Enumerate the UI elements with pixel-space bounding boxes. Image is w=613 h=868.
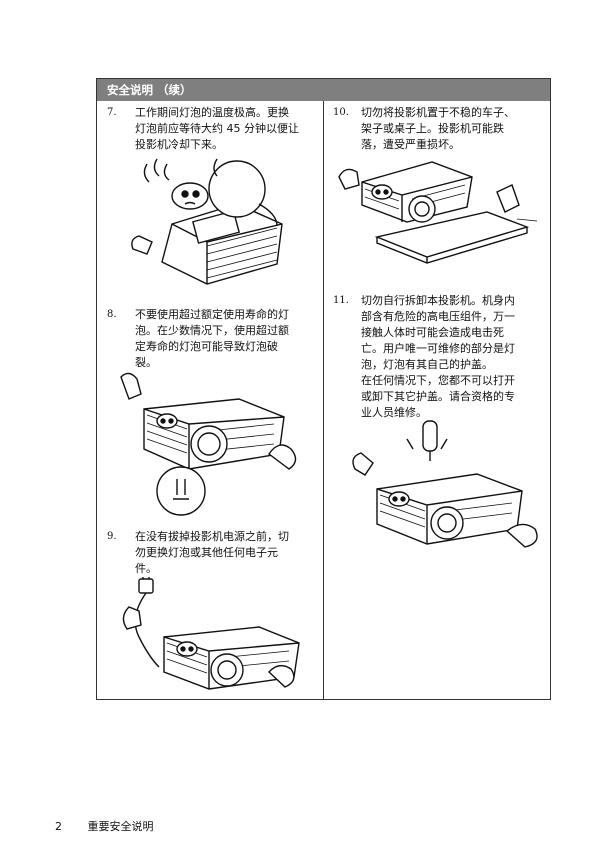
item-number: 9. xyxy=(107,531,117,542)
item-number: 7. xyxy=(107,107,117,118)
text-line: 灯泡前应等待大约 45 分钟以便让 xyxy=(135,122,299,135)
column-divider xyxy=(323,101,324,699)
footer-title: 重要安全说明 xyxy=(87,820,154,833)
text-line: 勿更换灯泡或其他任何电子元 xyxy=(135,546,278,559)
text-line: 定寿命的灯泡可能导致灯泡破 xyxy=(135,340,278,353)
page-number: 2 xyxy=(55,820,62,833)
item-text: 不要使用超过额定使用寿命的灯 泡。在少数情况下，使用超过额 定寿命的灯泡可能导致… xyxy=(135,307,289,371)
item-text: 在没有拔掉投影机电源之前，切 勿更换灯泡或其他任何电子元 件。 xyxy=(135,529,289,577)
hot-lamp-illustration xyxy=(131,158,283,285)
text-line: 不要使用超过额定使用寿命的灯 xyxy=(135,308,289,321)
item-text: 工作期间灯泡的温度极高。更换 灯泡前应等待大约 45 分钟以便让 投影机冷却下来… xyxy=(135,105,299,153)
text-line: 在任何情况下，您都不可以打开 xyxy=(361,374,515,387)
text-line: 切勿自行拆卸本投影机。机身内 xyxy=(361,294,515,307)
safety-table: 安全说明 （续） 7. 工作期间灯泡的温度极高。更换 灯泡前应等待大约 45 分… xyxy=(96,78,551,700)
falling-projector-illustration xyxy=(338,161,538,264)
text-line: 业人员维修。 xyxy=(361,406,427,419)
text-line: 在没有拔掉投影机电源之前，切 xyxy=(135,530,289,543)
text-line: 落，遭受严重损坏。 xyxy=(361,138,460,151)
text-line: 裂。 xyxy=(135,356,157,369)
item-number: 8. xyxy=(107,309,117,320)
item-text: 切勿将投影机置于不稳的车子、 架子或桌子上。投影机可能跌 落，遭受严重损坏。 xyxy=(361,105,515,153)
text-line: 工作期间灯泡的温度极高。更换 xyxy=(135,106,289,119)
text-line: 泡。在少数情况下，使用超过额 xyxy=(135,324,289,337)
text-line: 架子或桌子上。投影机可能跌 xyxy=(361,122,504,135)
text-line: 接触人体时可能会造成电击死 xyxy=(361,326,504,339)
item-number: 10. xyxy=(333,107,349,118)
text-line: 泡，灯泡有其自己的护盖。 xyxy=(361,358,493,371)
table-header: 安全说明 （续） xyxy=(97,79,550,101)
text-line: 部含有危险的高电压组件，万一 xyxy=(361,310,515,323)
item-text: 切勿自行拆卸本投影机。机身内 部含有危险的高电压组件，万一 接触人体时可能会造成… xyxy=(361,293,515,421)
text-line: 切勿将投影机置于不稳的车子、 xyxy=(361,106,515,119)
unplug-illustration xyxy=(122,577,300,690)
item-number: 11. xyxy=(333,295,349,306)
text-line: 或卸下其它护盖。请合资格的专 xyxy=(361,390,515,403)
text-line: 件。 xyxy=(135,562,157,575)
text-line: 投影机冷却下来。 xyxy=(135,138,223,151)
disassembly-warning-illustration xyxy=(352,420,538,548)
text-line: 亡。用户唯一可维修的部分是灯 xyxy=(361,342,515,355)
broken-lamp-illustration xyxy=(120,372,297,516)
page-footer: 2 重要安全说明 xyxy=(55,818,154,834)
